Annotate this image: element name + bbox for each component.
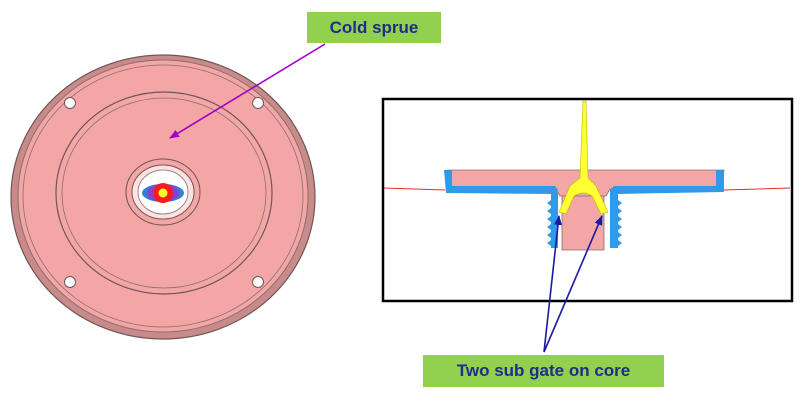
outer-ring-line <box>22 64 304 328</box>
hole-icon <box>252 97 264 109</box>
sprue-runner <box>558 100 609 215</box>
thread-left <box>547 200 551 246</box>
sprue-icon <box>142 183 184 203</box>
sub-gate-label: Two sub gate on core <box>456 361 631 380</box>
inner-ring-outer <box>55 91 273 295</box>
inner-ring-inner <box>61 97 267 289</box>
sub-gate-label-bg <box>423 355 664 387</box>
part-top-view <box>10 54 316 340</box>
parting-line-left <box>383 187 446 191</box>
arrow-icon <box>543 215 603 353</box>
arrow-icon <box>543 215 562 353</box>
mold-outline-blue-right <box>610 170 724 248</box>
hole-icon <box>252 276 264 288</box>
parting-line-right <box>723 187 791 191</box>
thread-right <box>618 200 622 246</box>
cold-sprue-label: Cold sprue <box>329 17 419 37</box>
hole-icon <box>64 276 76 288</box>
mold-outline-blue <box>444 170 558 248</box>
hole-icon <box>64 97 76 109</box>
section-view <box>381 97 794 303</box>
cold-sprue-label-bg <box>307 12 441 43</box>
arrow-icon <box>169 43 326 139</box>
